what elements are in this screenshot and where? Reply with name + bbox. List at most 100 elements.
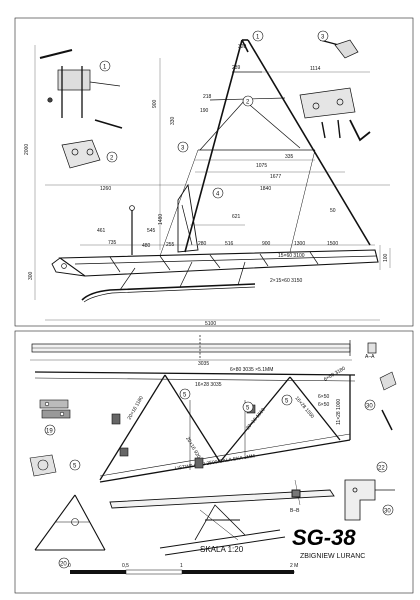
scale-0: 0 bbox=[68, 563, 71, 569]
callout-4: 4 bbox=[212, 187, 224, 199]
top-panel-border bbox=[14, 17, 414, 327]
label-tube-2: 16×28 3035 bbox=[195, 382, 222, 388]
dim-100: 100 bbox=[383, 253, 389, 262]
svg-text:3: 3 bbox=[181, 146, 185, 152]
author-name: ZBIGNIEW LURANC bbox=[300, 553, 365, 560]
drawing-title: SG-38 bbox=[292, 525, 356, 550]
svg-text:4: 4 bbox=[216, 192, 220, 198]
label-tube-lower: LISTWA 6×80 2500/CALA SKA 1MM bbox=[174, 453, 255, 472]
hardware-detail-2 bbox=[61, 139, 101, 169]
side-view-dimensions bbox=[34, 45, 391, 321]
dim-1300: 1300 bbox=[294, 241, 305, 247]
dim-335: 335 bbox=[285, 154, 294, 160]
dim-735: 735 bbox=[108, 240, 117, 246]
dim-280: 280 bbox=[198, 241, 207, 247]
dim-218: 218 bbox=[203, 94, 212, 100]
scale-label: SKALA 1:20 bbox=[200, 545, 244, 554]
dim-50: 50 bbox=[330, 208, 336, 214]
profile-main: 15×60 3100 bbox=[278, 253, 305, 259]
keel-plan-view bbox=[30, 335, 377, 361]
dim-1480: 1480 bbox=[158, 214, 164, 225]
callout-30-b: 30 bbox=[382, 504, 394, 516]
dim-5100: 5100 bbox=[205, 321, 216, 327]
callout-5-a: 5 bbox=[179, 388, 191, 400]
callout-22: 22 bbox=[376, 461, 388, 473]
dim-1260: 1260 bbox=[100, 186, 111, 192]
svg-text:20: 20 bbox=[60, 562, 67, 568]
svg-text:5: 5 bbox=[285, 399, 289, 405]
callout-3-right: 3 bbox=[317, 30, 329, 42]
svg-text:1: 1 bbox=[103, 65, 107, 71]
dim-1677: 1677 bbox=[270, 174, 281, 180]
svg-text:3: 3 bbox=[321, 35, 325, 41]
callout-5-c: 5 bbox=[69, 459, 81, 471]
dim-height-total: 2000 bbox=[24, 144, 30, 155]
hardware-detail-3 bbox=[299, 39, 371, 142]
label-tube-diag4: 16×28 1550 bbox=[293, 395, 315, 419]
dim-461: 461 bbox=[97, 228, 106, 234]
dim-320: 320 bbox=[238, 44, 247, 50]
gusset-detail bbox=[159, 504, 286, 556]
truss-labels: 6×80 3035 ×5.1MM 16×28 3035 20×16 1180 2… bbox=[127, 366, 347, 472]
bracket-detail-22 bbox=[344, 479, 395, 521]
svg-text:5: 5 bbox=[73, 464, 77, 470]
dim-3035: 3035 bbox=[198, 361, 209, 367]
callout-1-hw: 1 bbox=[99, 60, 111, 72]
dim-255: 255 bbox=[166, 242, 175, 248]
dim-545: 545 bbox=[147, 228, 156, 234]
dim-621: 621 bbox=[232, 214, 241, 220]
dim-1500: 1500 bbox=[327, 241, 338, 247]
svg-text:2: 2 bbox=[110, 156, 114, 162]
scale-bar: 0 0,5 1 2 M bbox=[68, 563, 298, 575]
dim-1840: 1840 bbox=[260, 186, 271, 192]
scale-05: 0,5 bbox=[122, 563, 129, 569]
label-tube-diag1: 20×16 1180 bbox=[127, 395, 145, 421]
dim-900: 900 bbox=[152, 99, 158, 108]
truss-assembly bbox=[34, 371, 356, 483]
dim-516: 516 bbox=[225, 241, 234, 247]
label-tube-diag2: 20×16 920 bbox=[184, 436, 201, 460]
label-tube-small: 6×50 bbox=[318, 394, 329, 400]
dim-330: 330 bbox=[170, 116, 176, 125]
callout-5-b: 5 bbox=[242, 401, 254, 413]
top-callouts: 1 1 2 2 3 3 4 bbox=[99, 30, 329, 199]
dim-900b: 900 bbox=[262, 241, 271, 247]
frame-detail-20 bbox=[34, 494, 106, 551]
dim-190: 190 bbox=[200, 108, 209, 114]
callout-30-a: 30 bbox=[364, 399, 376, 411]
dim-1075: 1075 bbox=[256, 163, 267, 169]
callout-1-top: 1 bbox=[252, 30, 264, 42]
svg-text:30: 30 bbox=[384, 509, 391, 515]
svg-text:30: 30 bbox=[366, 404, 373, 410]
scale-1: 1 bbox=[180, 563, 183, 569]
svg-text:22: 22 bbox=[378, 466, 385, 472]
bottom-panel-border bbox=[14, 330, 414, 594]
callout-19: 19 bbox=[44, 424, 56, 436]
scale-2m: 2 M bbox=[290, 563, 298, 569]
bottom-callouts: 5 5 19 5 5 20 22 30 bbox=[44, 388, 394, 569]
dim-1114: 1114 bbox=[310, 66, 321, 72]
svg-text:2: 2 bbox=[246, 100, 250, 106]
section-bb: B–B bbox=[290, 508, 300, 514]
label-tube-top: 6×80 3035 ×5.1MM bbox=[230, 367, 273, 373]
callout-20: 20 bbox=[58, 557, 70, 569]
callout-2-right: 2 bbox=[242, 95, 254, 107]
hardware-detail-1 bbox=[39, 49, 123, 129]
label-tube-small2: 6×50 bbox=[318, 402, 329, 408]
side-view bbox=[51, 39, 379, 303]
callout-3-left: 3 bbox=[177, 141, 189, 153]
profile-lower: 2×15×60 3150 bbox=[270, 278, 302, 284]
dim-480: 480 bbox=[142, 243, 151, 249]
dim-300: 300 bbox=[28, 271, 34, 280]
dim-239: 239 bbox=[232, 65, 241, 71]
callout-2-hw: 2 bbox=[106, 151, 118, 163]
svg-text:5: 5 bbox=[246, 406, 250, 412]
svg-text:5: 5 bbox=[183, 393, 187, 399]
control-rod bbox=[109, 479, 335, 509]
label-tube-vert: 11×28 1000 bbox=[336, 399, 342, 425]
section-aa: A–A bbox=[365, 354, 375, 360]
svg-text:1: 1 bbox=[256, 35, 260, 41]
svg-text:19: 19 bbox=[46, 429, 53, 435]
callout-5-d: 5 bbox=[281, 394, 293, 406]
